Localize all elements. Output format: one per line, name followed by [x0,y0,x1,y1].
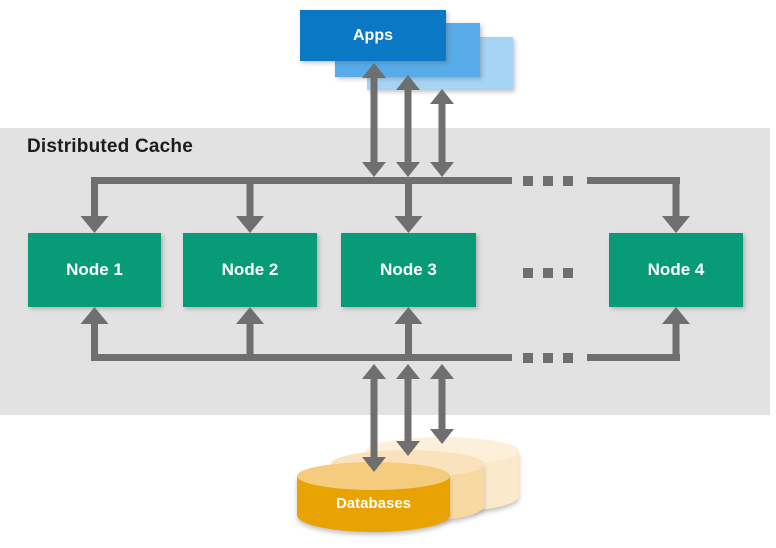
node-3-label: Node 3 [380,260,437,279]
cache-node-4: Node 4 [609,233,743,307]
distributed-cache-title: Distributed Cache [27,136,193,157]
node-2-label: Node 2 [221,260,279,279]
apps-box-front: Apps [300,10,446,61]
cache-node-2: Node 2 [183,233,317,307]
apps-label: Apps [353,26,393,44]
cache-node-3: Node 3 [341,233,476,307]
databases-label: Databases [335,495,412,512]
database-cylinder-front-top [297,462,450,490]
node-1-label: Node 1 [66,260,123,279]
cache-node-1: Node 1 [28,233,161,307]
node-4-label: Node 4 [647,260,705,279]
